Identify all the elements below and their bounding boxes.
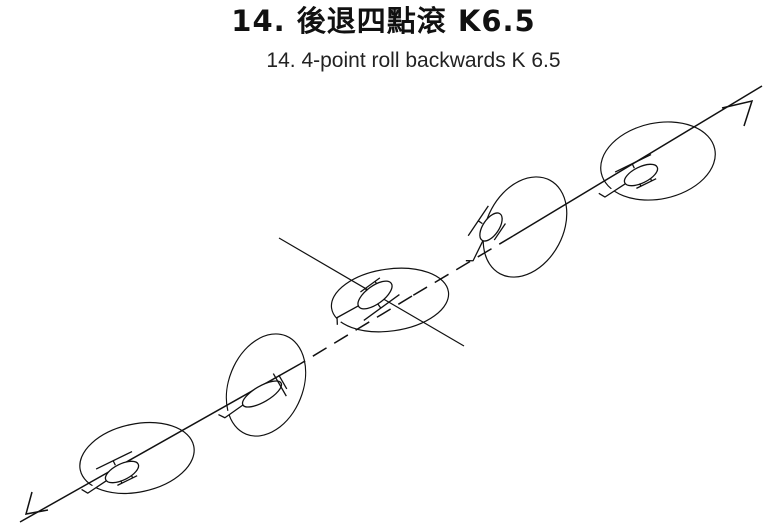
roll-ellipse-3 [327, 261, 452, 339]
helicopter-icons [76, 155, 661, 501]
roll-ellipse-1 [593, 112, 722, 210]
exit-arrow-icon [26, 492, 48, 514]
helicopter-icon [214, 372, 289, 431]
flight-path-dashed-upper [412, 236, 513, 296]
entry-arrow-icon [722, 101, 752, 126]
helicopter-icon [456, 206, 508, 268]
